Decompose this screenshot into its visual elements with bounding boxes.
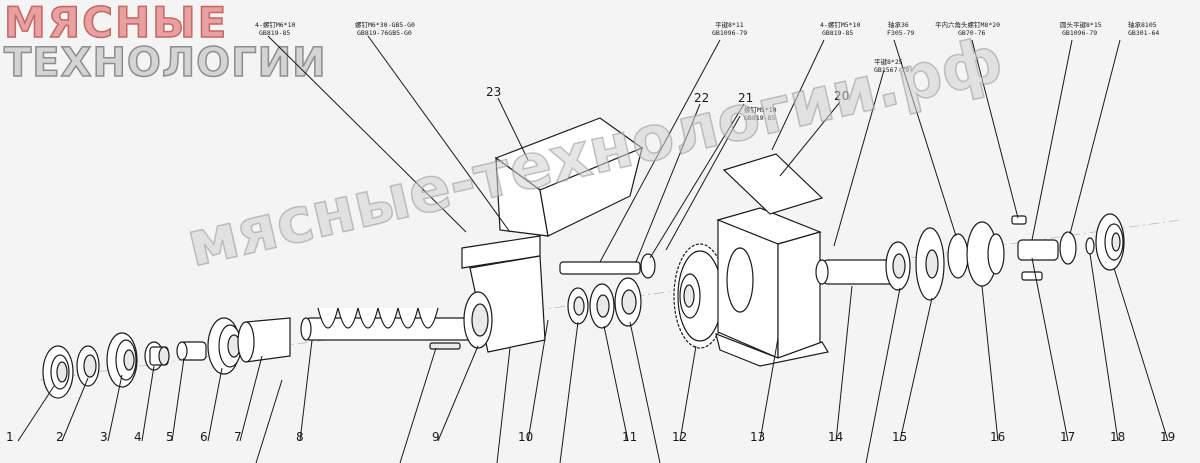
svg-text:平键8*25: 平键8*25 <box>874 57 903 66</box>
svg-text:轴承36: 轴承36 <box>888 20 909 29</box>
part-18-bearing <box>1059 231 1095 265</box>
callout-2: 2 <box>56 430 64 444</box>
part-20-cover <box>722 153 824 215</box>
spec-label-3: 平键8*11 GB1096-79 <box>712 20 747 37</box>
callout-7: 7 <box>234 430 242 444</box>
part-13-gearbox <box>715 207 829 367</box>
callout-13: 13 <box>750 430 765 444</box>
callout-20: 20 <box>834 89 849 103</box>
callout-16: 16 <box>990 430 1005 444</box>
callouts-top: 20 21 22 23 <box>486 85 849 105</box>
callouts-bottom: 1 2 3 4 5 6 7 8 9 10 11 12 13 14 15 16 1… <box>6 430 1175 444</box>
part-12-gear <box>673 243 727 349</box>
part-9-body <box>461 235 546 353</box>
callout-18: 18 <box>1110 430 1125 444</box>
svg-text:4-螺钉M6*10: 4-螺钉M6*10 <box>255 20 295 29</box>
spec-label-9: 平键8*25 GB1567-79 <box>874 57 909 74</box>
spec-label-4: 4-螺钉M5*10 GB819-85 <box>820 20 860 37</box>
spec-label-2: 螺钉M6*30-GB5-G0 GB819-76GB5-G0 <box>355 20 415 37</box>
callout-12: 12 <box>672 430 687 444</box>
part-5-bushing <box>176 341 207 361</box>
part-23-hopper <box>494 117 644 237</box>
svg-text:GB819-85: GB819-85 <box>822 29 853 37</box>
callout-3: 3 <box>100 430 108 444</box>
spec-label-6: 平内六角头螺钉M8*20 GB70-76 <box>935 20 1000 37</box>
part-2-ring <box>76 345 100 387</box>
spec-labels: 4-螺钉M6*10 GB819-85 螺钉M6*30-GB5-G0 GB819-… <box>255 20 1159 122</box>
logo-word-tekhnologii: ТЕХНОЛОГИИ <box>3 39 327 87</box>
part-6-flange <box>207 317 242 375</box>
spec-label-8: 轴承8105 GB301-64 <box>1128 20 1159 37</box>
callout-1: 1 <box>6 430 14 444</box>
svg-text:平键8*11: 平键8*11 <box>715 20 744 29</box>
svg-text:4-螺钉M5*10: 4-螺钉M5*10 <box>820 20 860 29</box>
callout-23: 23 <box>486 85 501 99</box>
logo-word-myasnye: МЯСНЫЕ <box>3 0 229 48</box>
part-8-auger <box>300 307 477 350</box>
part-10-11-bearings <box>567 277 642 329</box>
callout-15: 15 <box>892 430 907 444</box>
svg-text:螺钉M5*10: 螺钉M5*10 <box>744 105 777 114</box>
part-15-gasket <box>885 227 945 301</box>
part-4-knife <box>144 341 170 371</box>
callout-21: 21 <box>738 91 753 105</box>
spec-label-1: 4-螺钉M6*10 GB819-85 <box>255 20 295 37</box>
spec-label-10: 螺钉M5*10 GB819-85 <box>744 105 777 122</box>
svg-text:GB819-76GB5-G0: GB819-76GB5-G0 <box>357 29 412 37</box>
svg-text:GB819-85: GB819-85 <box>744 114 775 122</box>
spec-label-7: 圆头平键8*15 GB1096-79 <box>1060 20 1102 37</box>
svg-text:GB1567-79: GB1567-79 <box>874 66 909 74</box>
svg-text:GB1096-79: GB1096-79 <box>1062 29 1097 37</box>
leader-lines <box>17 253 1169 463</box>
callout-14: 14 <box>828 430 843 444</box>
callout-8: 8 <box>296 430 304 444</box>
part-16-end-cap <box>947 221 1005 287</box>
top-leader-lines <box>267 35 1121 263</box>
svg-text:圆头平键8*15: 圆头平键8*15 <box>1060 20 1102 29</box>
svg-text:平内六角头螺钉M8*20: 平内六角头螺钉M8*20 <box>935 20 1000 29</box>
callout-9: 9 <box>432 430 440 444</box>
callout-19: 19 <box>1160 430 1175 444</box>
svg-text:GB301-64: GB301-64 <box>1128 29 1159 37</box>
callout-5: 5 <box>166 430 174 444</box>
svg-text:GB819-85: GB819-85 <box>259 29 290 37</box>
spec-label-5: 轴承36 F305-79 <box>887 20 914 37</box>
callout-11: 11 <box>622 430 637 444</box>
part-1-nut <box>42 345 74 399</box>
svg-text:GB70-76: GB70-76 <box>958 29 985 37</box>
callout-6: 6 <box>200 430 208 444</box>
part-3-plate <box>106 332 138 388</box>
callout-22: 22 <box>694 91 709 105</box>
part-19-clamp-ring <box>1095 213 1125 271</box>
callout-4: 4 <box>134 430 142 444</box>
part-17-coupling <box>1011 215 1059 281</box>
svg-text:F305-79: F305-79 <box>887 29 914 37</box>
callout-17: 17 <box>1060 430 1075 444</box>
svg-text:螺钉M6*30-GB5-G0: 螺钉M6*30-GB5-G0 <box>355 20 415 29</box>
callout-10: 10 <box>518 430 533 444</box>
svg-text:轴承8105: 轴承8105 <box>1128 20 1157 29</box>
part-21-22-shaft <box>559 253 656 279</box>
svg-text:GB1096-79: GB1096-79 <box>712 29 747 37</box>
part-7-sleeve <box>237 317 291 363</box>
